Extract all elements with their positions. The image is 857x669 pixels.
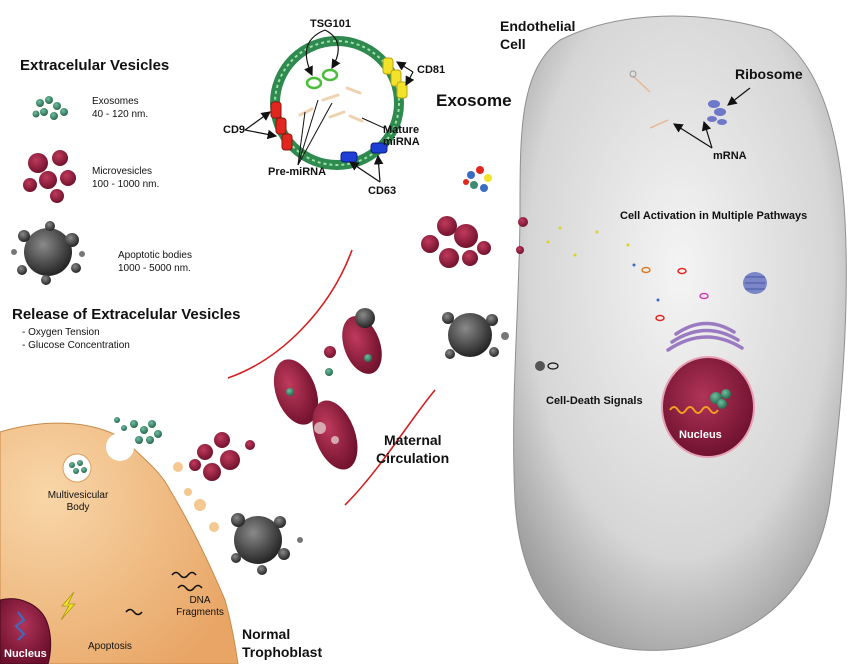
cd63-protein [340,142,388,163]
multivesicular-body [62,453,92,483]
multivesicular-label-1: Multivesicular [47,490,109,501]
circulation-boundary-right [344,389,436,506]
budding-notch [106,433,134,461]
trophoblast-cell [0,422,239,665]
lightning-icon [60,591,76,621]
mirna-segments [298,86,364,123]
microvesicles-incoming [421,216,528,268]
apoptotic-body-incoming [442,312,545,371]
circulation-label-2: Circulation [376,450,450,466]
death-signal-ring [547,362,559,370]
multivesicular-label-2: Body [66,502,90,513]
mrna-strands [632,75,669,129]
legend-microvesicle-icon [23,150,76,203]
cd63-label: CD63 [368,185,397,197]
golgi-apparatus [666,321,744,352]
death-signals-label: Cell-Death Signals [546,395,643,407]
mature-mirna-label-1: Mature [383,124,420,136]
release-title: Release of Extracelular Vesicles [12,306,241,323]
endothelial-nucleus [661,356,755,458]
release-factor-oxygen: - Oxygen Tension [22,327,100,338]
exosomes-label: Exosomes [92,96,139,107]
apoptotic-label: Apoptotic bodies [118,250,192,261]
mrna-label: mRNA [713,150,747,162]
exosome-title: Exosome [436,91,512,110]
microvesicles-size: 100 - 1000 nm. [92,179,160,190]
red-blood-cells [273,308,382,470]
tsg101-label: TSG101 [310,18,351,30]
endothelial-title-1: Endothelial [500,18,576,34]
microvesicles-label: Microvesicles [92,166,153,177]
apoptotic-size: 1000 - 5000 nm. [118,263,191,274]
endothelial-title-2: Cell [500,36,526,52]
legend-apoptotic-icon [11,221,85,285]
circulation-label-1: Maternal [384,432,442,448]
ribosome-label: Ribosome [735,66,803,82]
apoptosis-label: Apoptosis [88,641,132,652]
lysosome-icon [743,272,767,294]
legend-exosome-icon [32,96,68,120]
dna-label-1: DNA [189,595,211,606]
exosomes-size: 40 - 120 nm. [92,109,149,120]
endothelial-nucleus-label: Nucleus [679,429,722,441]
apoptotic-body-released [231,513,303,575]
cd9-label: CD9 [223,124,246,136]
legend-title: Extracelular Vesicles [20,57,170,74]
trophoblast-nucleus-label: Nucleus [4,648,47,660]
trophoblast-title-1: Normal [242,626,291,642]
exosomes-released [114,417,162,444]
circulation-boundary-left [227,249,353,379]
dna-fragments [125,571,203,616]
cd9-protein [270,101,293,151]
trophoblast-nucleus [0,598,52,665]
cd81-protein [382,57,408,99]
exosome-cluster-incoming [463,166,492,192]
dna-label-2: Fragments [176,607,224,618]
pre-mirna-label: Pre-miRNA [268,166,327,178]
mature-mirna-label-2: miRNA [383,136,420,148]
microvesicles-released [173,432,255,532]
mrna-tip [629,70,637,78]
activation-label: Cell Activation in Multiple Pathways [620,210,808,222]
trophoblast-title-2: Trophoblast [242,644,323,660]
ribosome-icon [707,100,727,125]
release-factor-glucose: - Glucose Concentration [22,340,130,351]
tsg101-protein [305,76,323,90]
cd81-label: CD81 [417,64,446,76]
signal-molecules [546,226,709,322]
exosome-diagram [244,29,415,183]
tsg101-protein-2 [321,68,339,82]
